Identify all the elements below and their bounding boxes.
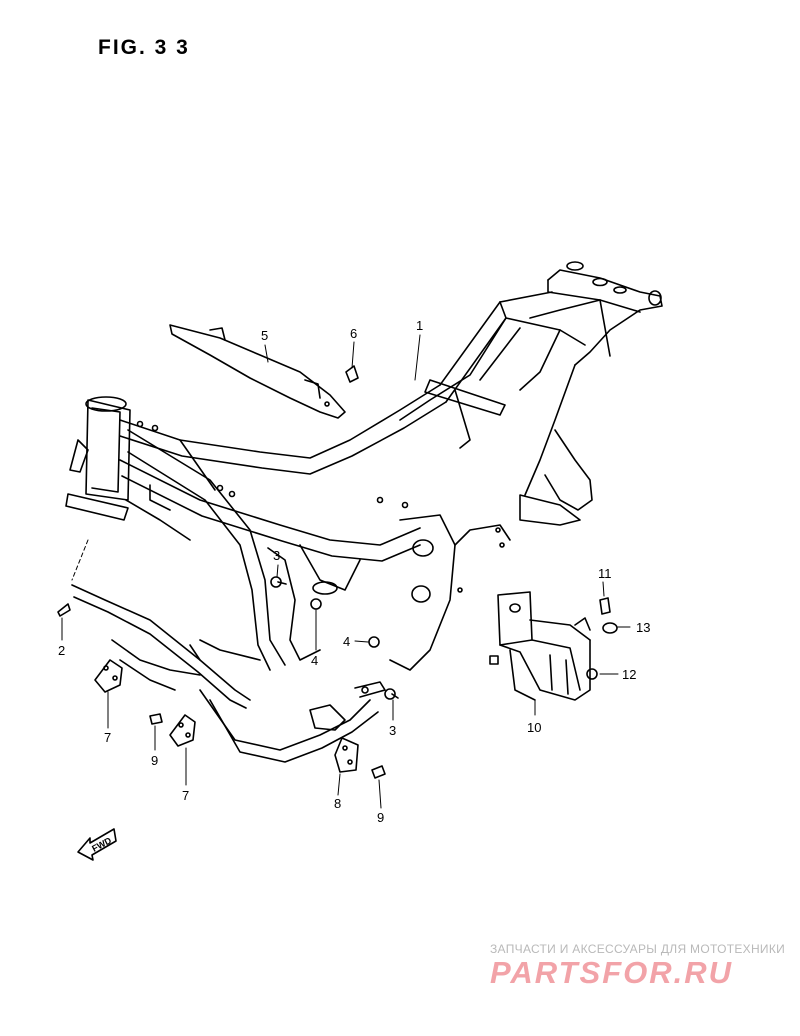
part-10-tray bbox=[489, 591, 591, 701]
part-11-bolt bbox=[599, 597, 611, 615]
part-9-bolt-lower bbox=[371, 765, 386, 779]
callout-11: 11 bbox=[598, 566, 612, 581]
callout-1: 1 bbox=[416, 318, 423, 333]
part-8-plate bbox=[334, 737, 359, 773]
callout-4-lower: 4 bbox=[343, 634, 350, 649]
callout-6: 6 bbox=[350, 326, 357, 341]
callout-7-lower: 7 bbox=[182, 788, 189, 803]
lower-cradle bbox=[71, 584, 386, 763]
callout-8: 8 bbox=[334, 796, 341, 811]
callout-2: 2 bbox=[58, 643, 65, 658]
callout-9-lower: 9 bbox=[377, 810, 384, 825]
part-12-nut bbox=[586, 668, 598, 680]
main-frame bbox=[65, 261, 663, 671]
callout-3-upper: 3 bbox=[273, 548, 280, 563]
watermark-logo: PARTSFOR.RU bbox=[490, 955, 734, 990]
callout-4-upper: 4 bbox=[311, 653, 318, 668]
part-7-plate-upper bbox=[94, 659, 123, 693]
watermark-subtitle: ЗАПЧАСТИ И АКСЕССУАРЫ ДЛЯ МОТОТЕХНИКИ bbox=[490, 942, 786, 956]
part-2-bolt bbox=[57, 603, 71, 617]
callout-12: 12 bbox=[622, 667, 636, 682]
part-7-plate-lower bbox=[169, 714, 196, 747]
figure-title: FIG. 3 3 bbox=[98, 36, 190, 59]
callout-3-lower: 3 bbox=[389, 723, 396, 738]
callout-9-upper: 9 bbox=[151, 753, 158, 768]
part-5-brace bbox=[169, 324, 346, 419]
part-3-bolt-upper bbox=[270, 576, 287, 588]
part-4-bolt-upper bbox=[310, 598, 322, 610]
part-6-bolt bbox=[345, 365, 359, 383]
leader-lines bbox=[61, 334, 631, 809]
part-13-grommet bbox=[602, 622, 618, 634]
callout-5: 5 bbox=[261, 328, 268, 343]
part-9-bolt-upper bbox=[149, 713, 163, 725]
callout-7-upper: 7 bbox=[104, 730, 111, 745]
fwd-arrow-icon bbox=[77, 828, 117, 861]
callout-13: 13 bbox=[636, 620, 650, 635]
part-4-bolt-lower bbox=[368, 636, 380, 648]
part-3-bolt-lower bbox=[384, 688, 399, 700]
callout-10: 10 bbox=[527, 720, 541, 735]
